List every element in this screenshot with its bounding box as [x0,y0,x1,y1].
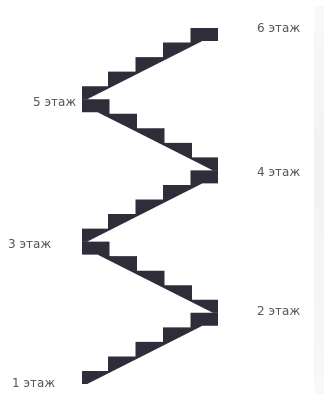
stair-flight-1 [82,313,218,384]
scan-edge-artifact [314,6,324,394]
floor-label-5: 5 этаж [33,96,76,108]
floor-label-3: 3 этаж [8,238,51,250]
floor-label-1: 1 этаж [12,377,55,389]
floor-label-2: 2 этаж [257,305,300,317]
stair-flight-4 [82,99,218,170]
stair-flight-5 [82,28,218,99]
floor-label-6: 6 этаж [257,22,300,34]
floor-label-4: 4 этаж [257,166,300,178]
stair-flight-2 [82,242,218,313]
stair-flight-3 [82,170,218,241]
